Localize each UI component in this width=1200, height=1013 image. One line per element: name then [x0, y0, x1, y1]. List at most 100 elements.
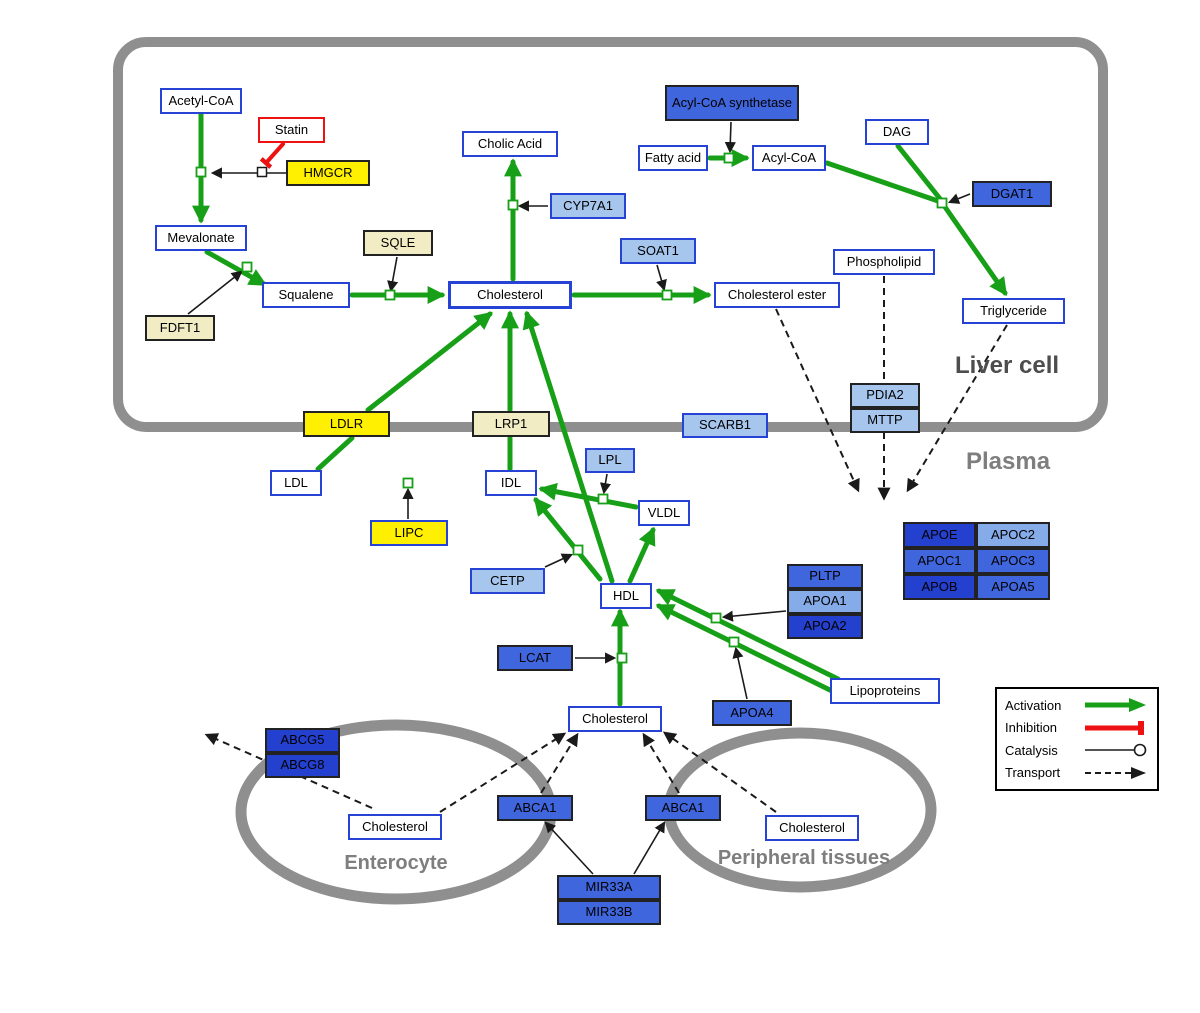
node-acyl-coa-synthetase[interactable]: Acyl-CoA synthetase — [665, 85, 799, 121]
edge-triglyceride-transport — [906, 324, 1008, 493]
node-phospholipid[interactable]: Phospholipid — [833, 249, 935, 275]
edge-hdl-to-liver-cholesterol — [522, 310, 615, 584]
node-abca1-left[interactable]: ABCA1 — [497, 795, 573, 821]
node-apoc3[interactable]: APOC3 — [976, 548, 1050, 574]
node-apoa1[interactable]: APOA1 — [787, 589, 863, 614]
node-abcg8[interactable]: ABCG8 — [265, 753, 340, 778]
activation-arrow-icon — [1085, 698, 1146, 712]
node-lpl[interactable]: LPL — [585, 448, 635, 473]
node-squalene[interactable]: Squalene — [262, 282, 350, 308]
legend-label-catalysis: Catalysis — [1005, 742, 1058, 758]
node-pdia2[interactable]: PDIA2 — [850, 383, 920, 408]
liver-cell-membrane — [113, 37, 1108, 432]
node-cyp7a1[interactable]: CYP7A1 — [550, 193, 626, 219]
edge-hdl-to-idl — [533, 497, 603, 582]
node-lipoproteins[interactable]: Lipoproteins — [830, 678, 940, 704]
node-abcg5[interactable]: ABCG5 — [265, 728, 340, 753]
edge-cetp-catalysis — [544, 553, 574, 568]
reaction-node — [661, 289, 673, 301]
node-cetp[interactable]: CETP — [470, 568, 545, 594]
node-apoc1[interactable]: APOC1 — [903, 548, 976, 574]
catalysis-circle-icon — [1085, 744, 1147, 757]
edge-ldlr-to-cholesterol — [365, 311, 493, 413]
legend-label-transport: Transport — [1005, 765, 1061, 781]
reaction-node — [402, 477, 414, 489]
node-dag[interactable]: DAG — [865, 119, 929, 145]
edge-hdl-to-vldl — [627, 526, 656, 584]
edge-dag-to-junction — [895, 143, 944, 203]
node-cholesterol-liver[interactable]: Cholesterol — [448, 281, 572, 309]
node-apoc2[interactable]: APOC2 — [976, 522, 1050, 548]
node-mttp[interactable]: MTTP — [850, 408, 920, 433]
peripheral-tissues-label: Peripheral tissues — [717, 847, 891, 869]
node-acetyl-coa[interactable]: Acetyl-CoA — [160, 88, 242, 114]
reaction-node — [710, 612, 722, 624]
edge-lpl-catalysis — [599, 473, 611, 495]
reaction-node — [597, 493, 609, 505]
node-pltp[interactable]: PLTP — [787, 564, 863, 589]
edge-apoa-stack-catalysis — [721, 610, 787, 622]
node-scarb1[interactable]: SCARB1 — [682, 413, 768, 438]
node-cholesterol-peripheral[interactable]: Cholesterol — [765, 815, 859, 841]
node-cholesterol-center[interactable]: Cholesterol — [568, 706, 662, 732]
node-apoe[interactable]: APOE — [903, 522, 976, 548]
node-apob[interactable]: APOB — [903, 574, 976, 600]
node-apoa5[interactable]: APOA5 — [976, 574, 1050, 600]
liver-cell-label: Liver cell — [955, 352, 1060, 379]
node-ldl[interactable]: LDL — [270, 470, 322, 496]
edge-mir33-to-abca1-right — [633, 821, 666, 875]
node-apoa4[interactable]: APOA4 — [712, 700, 792, 726]
node-vldl[interactable]: VLDL — [638, 500, 690, 526]
node-sqle[interactable]: SQLE — [363, 230, 433, 256]
enterocyte-label: Enterocyte — [344, 852, 448, 874]
node-fatty-acid[interactable]: Fatty acid — [638, 145, 708, 171]
legend-label-activation: Activation — [1005, 697, 1062, 713]
edge-acyl-coa-to-junction — [824, 160, 944, 205]
node-lipc[interactable]: LIPC — [370, 520, 448, 546]
node-cholesterol-enterocyte[interactable]: Cholesterol — [348, 814, 442, 840]
edge-vldl-to-idl — [538, 482, 639, 510]
node-soat1[interactable]: SOAT1 — [620, 238, 696, 264]
plasma-label: Plasma — [966, 448, 1051, 475]
reaction-node — [728, 636, 740, 648]
edge-sqle-catalysis — [387, 256, 399, 293]
node-statin[interactable]: Statin — [258, 117, 325, 143]
edge-dgat1-catalysis — [947, 193, 971, 204]
node-cholic-acid[interactable]: Cholic Acid — [462, 131, 558, 157]
legend-row-catalysis: Catalysis — [1005, 741, 1149, 759]
edge-junction-to-triglyceride — [942, 204, 1008, 296]
node-fdft1[interactable]: FDFT1 — [145, 315, 215, 341]
node-lcat[interactable]: LCAT — [497, 645, 573, 671]
node-ldlr[interactable]: LDLR — [303, 411, 390, 437]
edge-peripheral-cholesterol-transport — [662, 731, 777, 813]
edge-lipoproteins-to-hdl-lower — [655, 603, 839, 696]
node-hmgcr[interactable]: HMGCR — [286, 160, 370, 186]
reaction-node — [572, 544, 584, 556]
legend-row-transport: Transport — [1005, 764, 1149, 782]
edge-mir33-to-abca1-left — [544, 821, 594, 875]
node-abca1-right[interactable]: ABCA1 — [645, 795, 721, 821]
reaction-node — [384, 289, 396, 301]
node-cholesterol-ester[interactable]: Cholesterol ester — [714, 282, 840, 308]
legend: Activation Inhibition Catalysis Transpor… — [995, 687, 1159, 791]
inhibition-target-node — [256, 166, 268, 178]
node-triglyceride[interactable]: Triglyceride — [962, 298, 1065, 324]
node-dgat1[interactable]: DGAT1 — [972, 181, 1052, 207]
inhibition-tbar-icon — [1085, 720, 1144, 735]
legend-row-activation: Activation — [1005, 696, 1149, 714]
node-hdl[interactable]: HDL — [600, 583, 652, 609]
node-lrp1[interactable]: LRP1 — [472, 411, 550, 437]
edge-statin-inhibits-hmgcr — [259, 142, 285, 169]
node-mevalonate[interactable]: Mevalonate — [155, 225, 247, 251]
node-mir33b[interactable]: MIR33B — [557, 900, 661, 925]
legend-row-inhibition: Inhibition — [1005, 719, 1149, 737]
node-idl[interactable]: IDL — [485, 470, 537, 496]
node-mir33a[interactable]: MIR33A — [557, 875, 661, 900]
reaction-node — [195, 166, 207, 178]
edge-soat1-catalysis — [656, 264, 667, 292]
reaction-node — [723, 152, 735, 164]
node-apoa2[interactable]: APOA2 — [787, 614, 863, 639]
node-acyl-coa[interactable]: Acyl-CoA — [752, 145, 826, 171]
